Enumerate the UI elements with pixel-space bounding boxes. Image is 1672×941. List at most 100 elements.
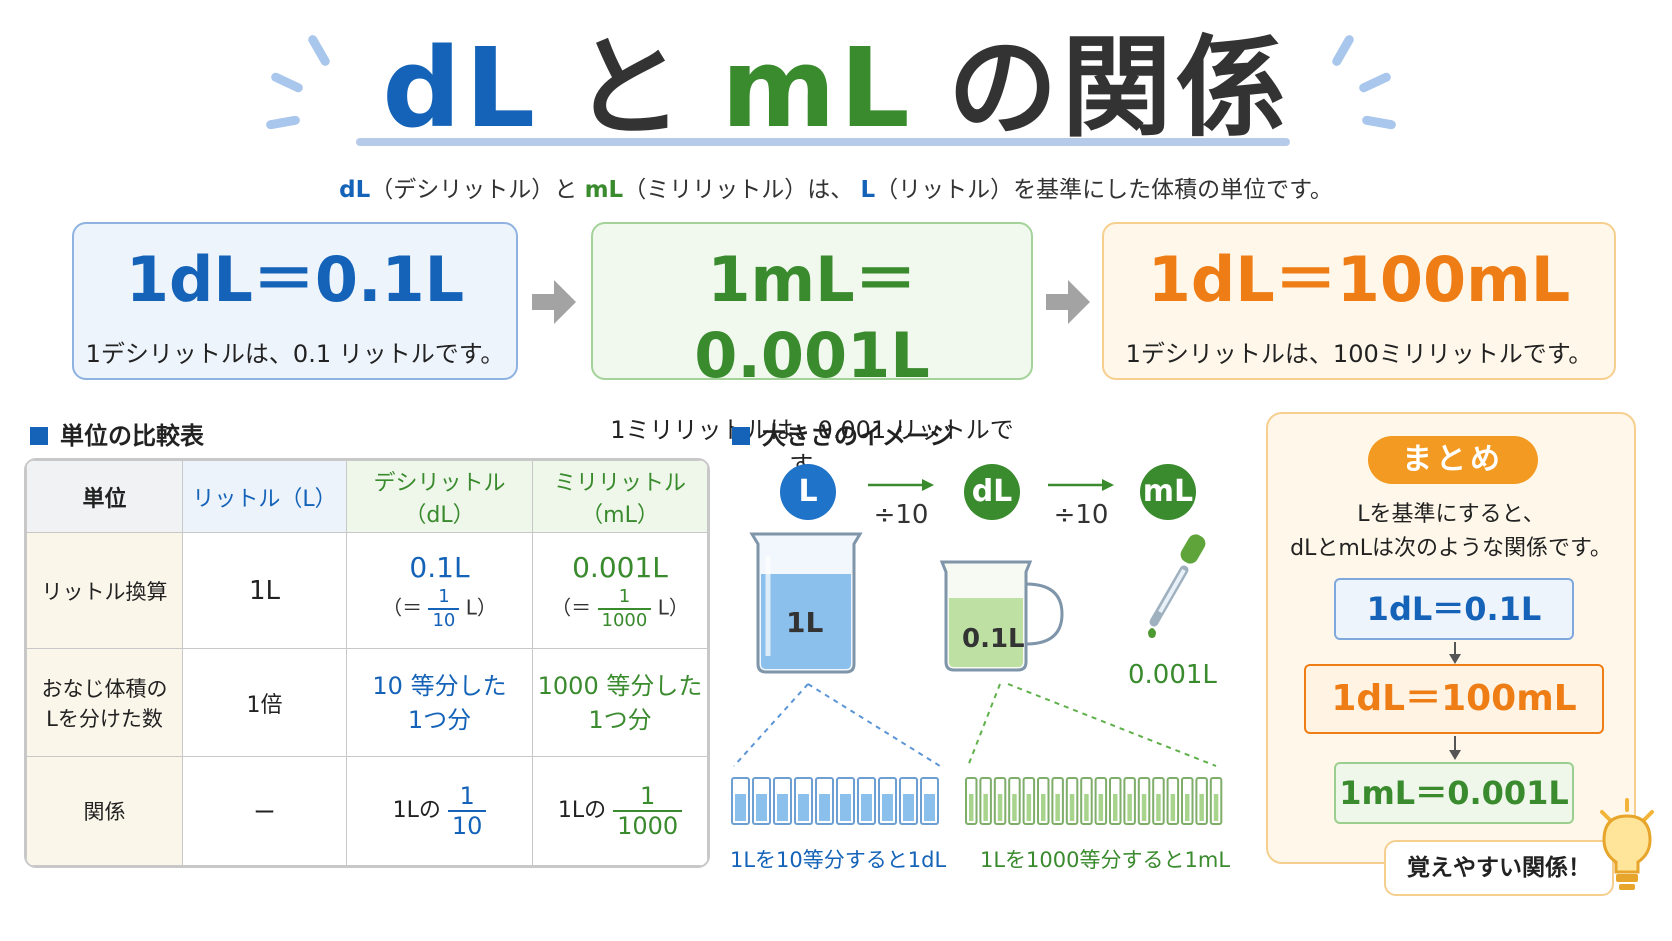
unit-circle-dl: dL bbox=[964, 464, 1020, 520]
cup-label: 0.1L bbox=[962, 624, 1025, 654]
equation-box-dl-ml: 1dL＝100mL 1デシリットルは、100ミリリットルです。 bbox=[1102, 222, 1616, 380]
equation-box-dl-l: 1dL＝0.1L 1デシリットルは、0.1 リットルです。 bbox=[72, 222, 518, 380]
cell-liter-relation: ー bbox=[182, 756, 347, 866]
row-label-divided-count: おなじ体積の Lを分けた数 bbox=[26, 648, 183, 757]
tube-liquid bbox=[882, 794, 893, 821]
beaker-label: 1L bbox=[786, 606, 824, 639]
square-bullet-icon bbox=[732, 427, 750, 445]
table-header-milliliter: ミリリットル（mL） bbox=[532, 460, 708, 533]
tube-liquid bbox=[819, 794, 830, 821]
title-to: と bbox=[573, 24, 688, 152]
image-section-heading: 大きさのイメージ bbox=[732, 416, 954, 451]
tube-liquid bbox=[903, 794, 914, 821]
light-bulb-icon bbox=[1600, 798, 1654, 890]
subtitle-l: L bbox=[860, 177, 876, 203]
arrow-down-icon bbox=[1449, 736, 1461, 760]
title-ml: mL bbox=[721, 24, 914, 152]
comparison-table: 単位 リットル（L） デシリットル（dL） ミリリットル（mL） リットル換算 … bbox=[24, 458, 710, 868]
table-header-deciliter: デシリットル（dL） bbox=[346, 460, 533, 533]
page-title: dL と mL の関係 bbox=[0, 18, 1672, 158]
subtitle-dl-reading: （デシリットル）と bbox=[370, 177, 578, 203]
summary-box-dl-ml: 1dL＝100mL bbox=[1304, 664, 1604, 734]
arrow-down-icon bbox=[1449, 642, 1461, 664]
divide-label: ÷10 bbox=[1053, 500, 1109, 530]
tube-liquid bbox=[777, 794, 788, 821]
unit-circle-ml: mL bbox=[1140, 464, 1196, 520]
subtitle-ml: mL bbox=[584, 177, 624, 203]
tube-liquid bbox=[1156, 794, 1161, 821]
equation-ml-l: 1mL＝0.001L bbox=[694, 243, 930, 392]
table-row: おなじ体積の Lを分けた数 1倍 10 等分した 1つ分 1000 等分した 1… bbox=[26, 648, 708, 757]
tube-liquid bbox=[756, 794, 767, 821]
row-label-relation: 関係 bbox=[26, 756, 183, 866]
tube-liquid bbox=[1127, 794, 1132, 821]
tube-liquid bbox=[924, 794, 935, 821]
tube-liquid bbox=[798, 794, 809, 821]
ten-tubes-icon bbox=[731, 777, 939, 825]
subtitle-dl: dL bbox=[339, 177, 371, 203]
title-underline bbox=[356, 138, 1290, 146]
sparkle-left-icon bbox=[262, 33, 342, 140]
dropper-icon bbox=[1148, 534, 1206, 638]
subtitle-l-reading: （リットル）を基準にした体積の単位です。 bbox=[875, 177, 1333, 203]
equation-ml-l-caption: 1ミリリットルは、0.001 リットルです。 bbox=[610, 416, 1014, 479]
caption-ten-division: 1Lを10等分すると1dL bbox=[730, 848, 947, 872]
title-rest: の関係 bbox=[947, 24, 1290, 152]
tube-liquid bbox=[1213, 794, 1219, 821]
cell-liter-times: 1倍 bbox=[182, 648, 347, 757]
summary-panel: まとめ Lを基準にすると、 dLとmLは次のような関係です。 1dL＝0.1L … bbox=[1266, 412, 1636, 864]
tube-liquid bbox=[840, 794, 851, 821]
unit-circle-l: L bbox=[780, 464, 836, 520]
tube-liquid bbox=[1113, 794, 1118, 821]
summary-box-dl-l: 1dL＝0.1L bbox=[1334, 578, 1574, 640]
summary-text: Lを基準にすると、 dLとmLは次のような関係です。 bbox=[1290, 502, 1612, 561]
tube-liquid bbox=[969, 794, 974, 821]
equation-dl-ml: 1dL＝100mL bbox=[1147, 243, 1571, 316]
tube-liquid bbox=[1185, 794, 1190, 821]
caption-thousand-division: 1Lを1000等分すると1mL bbox=[980, 848, 1231, 872]
arrow-right-icon bbox=[1048, 479, 1114, 491]
tube-liquid bbox=[1041, 794, 1046, 821]
equation-dl-l: 1dL＝0.1L bbox=[125, 243, 465, 316]
tube-liquid bbox=[997, 794, 1003, 821]
tube-liquid bbox=[735, 794, 746, 821]
subtitle: dL（デシリットル）と mL（ミリリットル）は、 L（リットル）を基準にした体積… bbox=[0, 170, 1672, 204]
sparkle-right-icon bbox=[1320, 33, 1400, 140]
beaker-icon bbox=[749, 532, 863, 674]
row-label-liter-conversion: リットル換算 bbox=[26, 532, 183, 649]
measuring-cup-icon bbox=[939, 560, 1064, 672]
thousand-tubes-icon bbox=[965, 777, 1223, 825]
table-header-unit: 単位 bbox=[26, 460, 183, 533]
equation-box-ml-l: 1mL＝0.001L 1ミリリットルは、0.001 リットルです。 bbox=[591, 222, 1033, 479]
tube-liquid bbox=[1069, 794, 1075, 821]
cell-dl-divided: 10 等分した 1つ分 bbox=[346, 648, 533, 757]
tube-liquid bbox=[1026, 794, 1032, 821]
tube-liquid bbox=[983, 794, 988, 821]
cell-ml-divided: 1000 等分した 1つ分 bbox=[532, 648, 708, 757]
table-section-heading: 単位の比較表 bbox=[30, 416, 204, 451]
divide-label: ÷10 bbox=[873, 500, 929, 530]
tube-liquid bbox=[1084, 794, 1089, 821]
tube-liquid bbox=[1012, 794, 1017, 821]
tube-liquid bbox=[861, 794, 872, 821]
arrow-right-icon bbox=[868, 479, 934, 491]
tube-liquid bbox=[1199, 794, 1204, 821]
dashed-connector-lines bbox=[733, 683, 1217, 767]
memory-tip-bubble: 覚えやすい関係！ bbox=[1384, 840, 1614, 896]
cell-liter: 1L bbox=[182, 532, 347, 649]
title-dl: dL bbox=[382, 24, 540, 152]
tube-liquid bbox=[1141, 794, 1147, 821]
tube-liquid bbox=[1055, 794, 1060, 821]
arrow-right-icon bbox=[532, 280, 576, 324]
dropper-label: 0.001L bbox=[1128, 660, 1217, 690]
